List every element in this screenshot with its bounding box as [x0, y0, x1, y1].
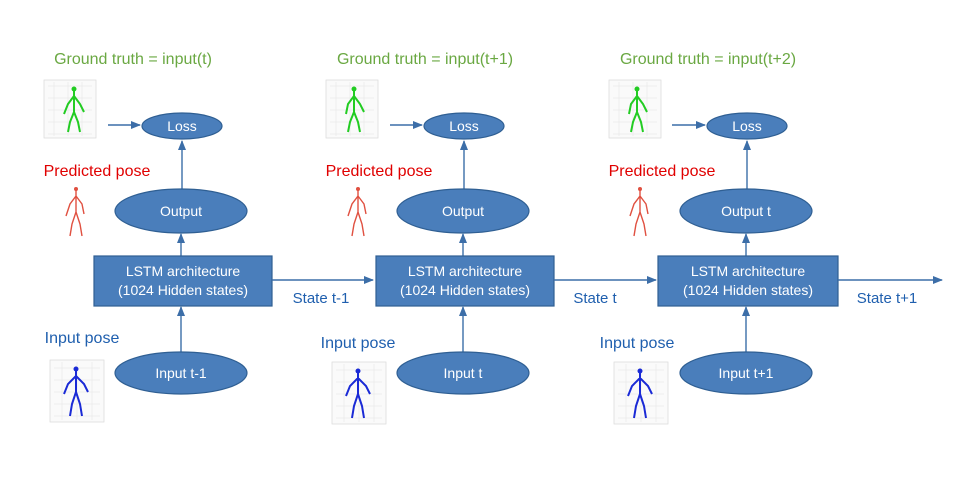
lstm-line1-3: LSTM architecture — [691, 263, 806, 279]
loss-label-3: Loss — [732, 118, 762, 134]
lstm-box-1 — [93, 255, 273, 307]
lstm-line2-2: (1024 Hidden states) — [400, 282, 530, 298]
state-label-1: State t-1 — [293, 290, 350, 307]
blue-skeleton-pose-icon — [49, 359, 105, 423]
lstm-box-3 — [657, 255, 839, 307]
loss-node-3 — [706, 112, 788, 140]
input-label-3: Input t+1 — [719, 365, 774, 381]
output-label-3: Output t — [721, 203, 771, 219]
loss-node-2 — [423, 112, 505, 140]
loss-label-1: Loss — [167, 118, 197, 134]
input-label-1: Input t-1 — [155, 365, 207, 381]
step-3: Ground truth = input(t+2) Loss Predicted… — [600, 51, 943, 425]
ground-truth-label-2: Ground truth = input(t+1) — [337, 51, 513, 68]
predicted-pose-label-3: Predicted pose — [609, 163, 716, 180]
green-skeleton-pose-icon — [608, 79, 662, 139]
ground-truth-label-3: Ground truth = input(t+2) — [620, 51, 796, 68]
loss-node-1 — [141, 112, 223, 140]
output-label-1: Output — [160, 203, 202, 219]
red-skeleton-pose-icon — [629, 187, 649, 237]
predicted-pose-label-1: Predicted pose — [44, 163, 151, 180]
input-pose-label-2: Input pose — [321, 335, 396, 352]
lstm-line2-1: (1024 Hidden states) — [118, 282, 248, 298]
green-skeleton-pose-icon — [325, 79, 379, 139]
input-node-2 — [396, 351, 530, 395]
input-pose-label-1: Input pose — [45, 330, 120, 347]
step-1: Ground truth = input(t) Loss Predicted p… — [43, 51, 374, 423]
lstm-box-2 — [375, 255, 555, 307]
red-skeleton-pose-icon — [347, 187, 367, 237]
lstm-line1-1: LSTM architecture — [126, 263, 241, 279]
input-label-2: Input t — [444, 365, 483, 381]
step-2: Ground truth = input(t+1) Loss Predicted… — [321, 51, 657, 425]
predicted-pose-label-2: Predicted pose — [326, 163, 433, 180]
blue-skeleton-pose-icon — [331, 361, 387, 425]
loss-label-2: Loss — [449, 118, 479, 134]
state-label-2: State t — [573, 290, 617, 307]
input-node-3 — [679, 351, 813, 395]
green-skeleton-pose-icon — [43, 79, 97, 139]
lstm-line2-3: (1024 Hidden states) — [683, 282, 813, 298]
red-skeleton-pose-icon — [65, 187, 85, 237]
ground-truth-label-1: Ground truth = input(t) — [54, 51, 212, 68]
blue-skeleton-pose-icon — [613, 361, 669, 425]
input-pose-label-3: Input pose — [600, 335, 675, 352]
output-label-2: Output — [442, 203, 484, 219]
lstm-line1-2: LSTM architecture — [408, 263, 523, 279]
state-label-3: State t+1 — [857, 290, 917, 307]
input-node-1 — [114, 351, 248, 395]
